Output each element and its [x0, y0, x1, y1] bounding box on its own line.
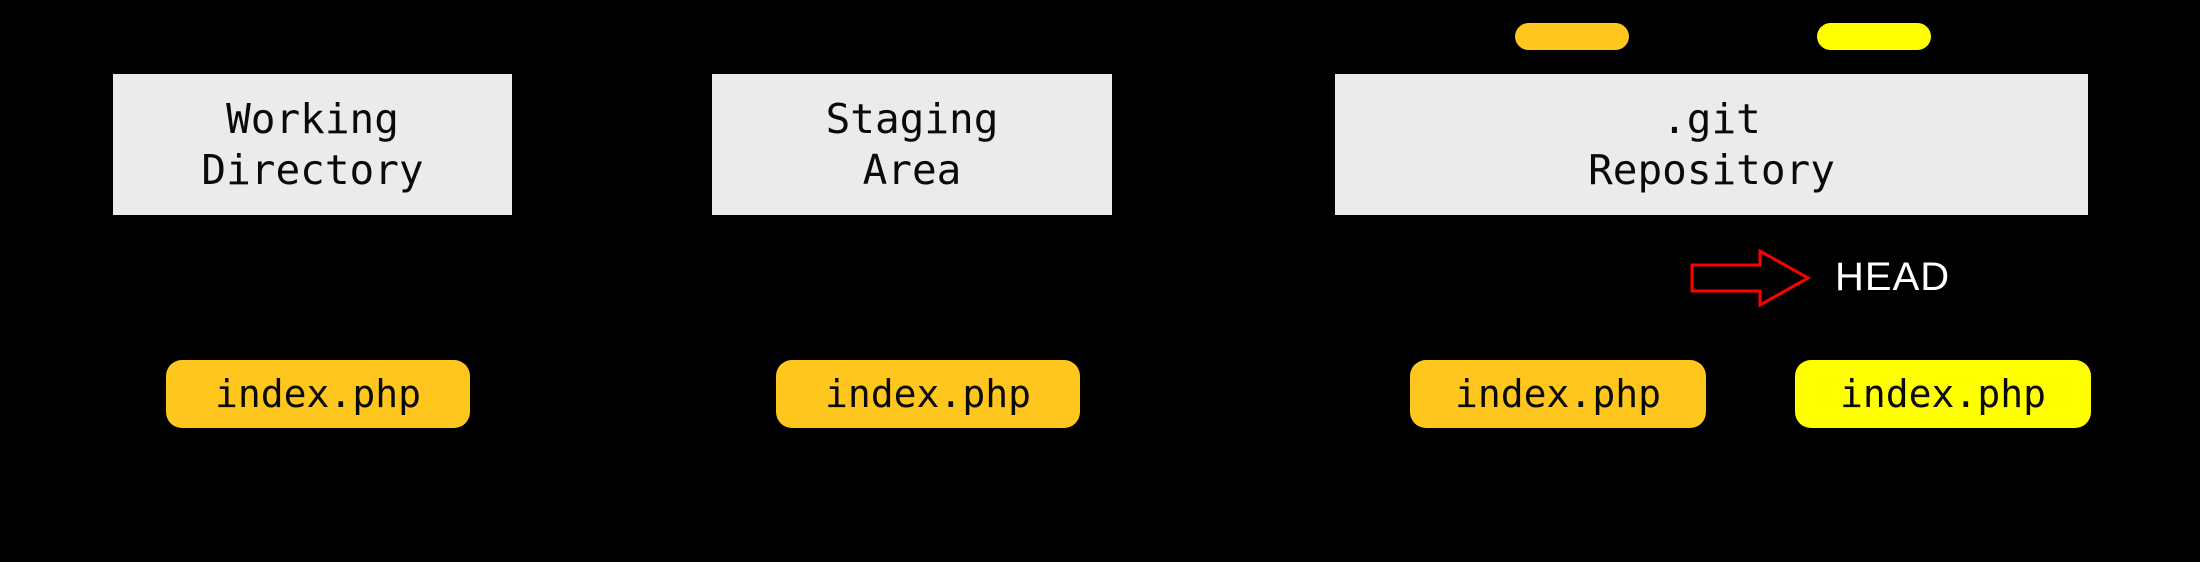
- commit-marker-bar-2[interactable]: [1817, 23, 1931, 50]
- git-repository-box: .git Repository: [1335, 74, 2088, 215]
- staging-area-title-line2: Area: [862, 145, 962, 194]
- git-repository-title-line2: Repository: [1588, 145, 1835, 194]
- working-directory-title-line1: Working: [226, 95, 399, 144]
- file-pill-repository-head[interactable]: index.php: [1795, 360, 2091, 428]
- staging-area-box: Staging Area: [712, 74, 1112, 215]
- git-repository-title-line1: .git: [1662, 95, 1761, 144]
- head-label: HEAD: [1835, 255, 1951, 299]
- working-directory-box: Working Directory: [113, 74, 512, 215]
- file-pill-working-directory[interactable]: index.php: [166, 360, 470, 428]
- right-arrow-outline-icon: [1690, 249, 1810, 307]
- staging-area-title-line1: Staging: [825, 95, 999, 144]
- commit-marker-bar-1[interactable]: [1515, 23, 1629, 50]
- working-directory-title-line2: Directory: [201, 145, 424, 194]
- file-pill-staging-area[interactable]: index.php: [776, 360, 1080, 428]
- file-pill-repository-previous[interactable]: index.php: [1410, 360, 1706, 428]
